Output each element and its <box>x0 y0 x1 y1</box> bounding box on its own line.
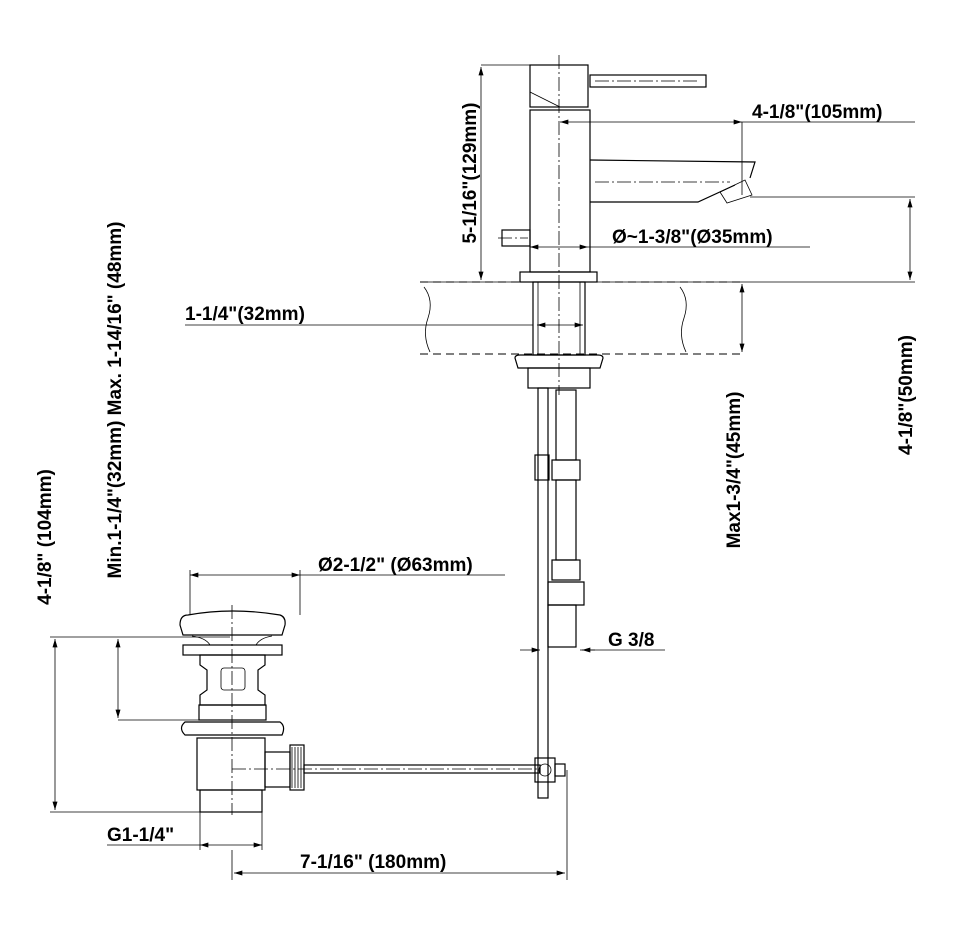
rod-length-label: 7-1/16" (180mm) <box>300 852 446 873</box>
spout-reach-label: 4-1/8"(105mm) <box>752 102 882 123</box>
spout-height-label: 4-1/8"(50mm) <box>896 335 917 455</box>
dimension-lines <box>50 64 915 880</box>
faucet-body <box>529 109 591 273</box>
supply-thread-label: G 3/8 <box>608 630 654 651</box>
flex-hose <box>555 389 577 461</box>
shank-diameter-label: 1-1/4"(32mm) <box>185 304 305 325</box>
spout <box>589 159 756 203</box>
deck-thickness-label: Max1-3/4"(45mm) <box>724 392 745 549</box>
drain-height-label: 4-1/8" (104mm) <box>35 469 56 605</box>
base-plate <box>519 271 598 283</box>
pop-up-drain <box>179 605 566 815</box>
drain-thread-label: G1-1/4" <box>107 825 174 846</box>
drain-cap-diameter-label: Ø2-1/2" (Ø63mm) <box>318 555 473 576</box>
body-diameter-label: Ø~1-3/8"(Ø35mm) <box>612 227 773 248</box>
lever-handle <box>589 74 707 88</box>
drain-deck-range-label: Min.1-1/4"(32mm) Max. 1-14/16" (48mm) <box>105 222 126 579</box>
faucet-height-label: 5-1/16"(129mm) <box>460 102 481 243</box>
